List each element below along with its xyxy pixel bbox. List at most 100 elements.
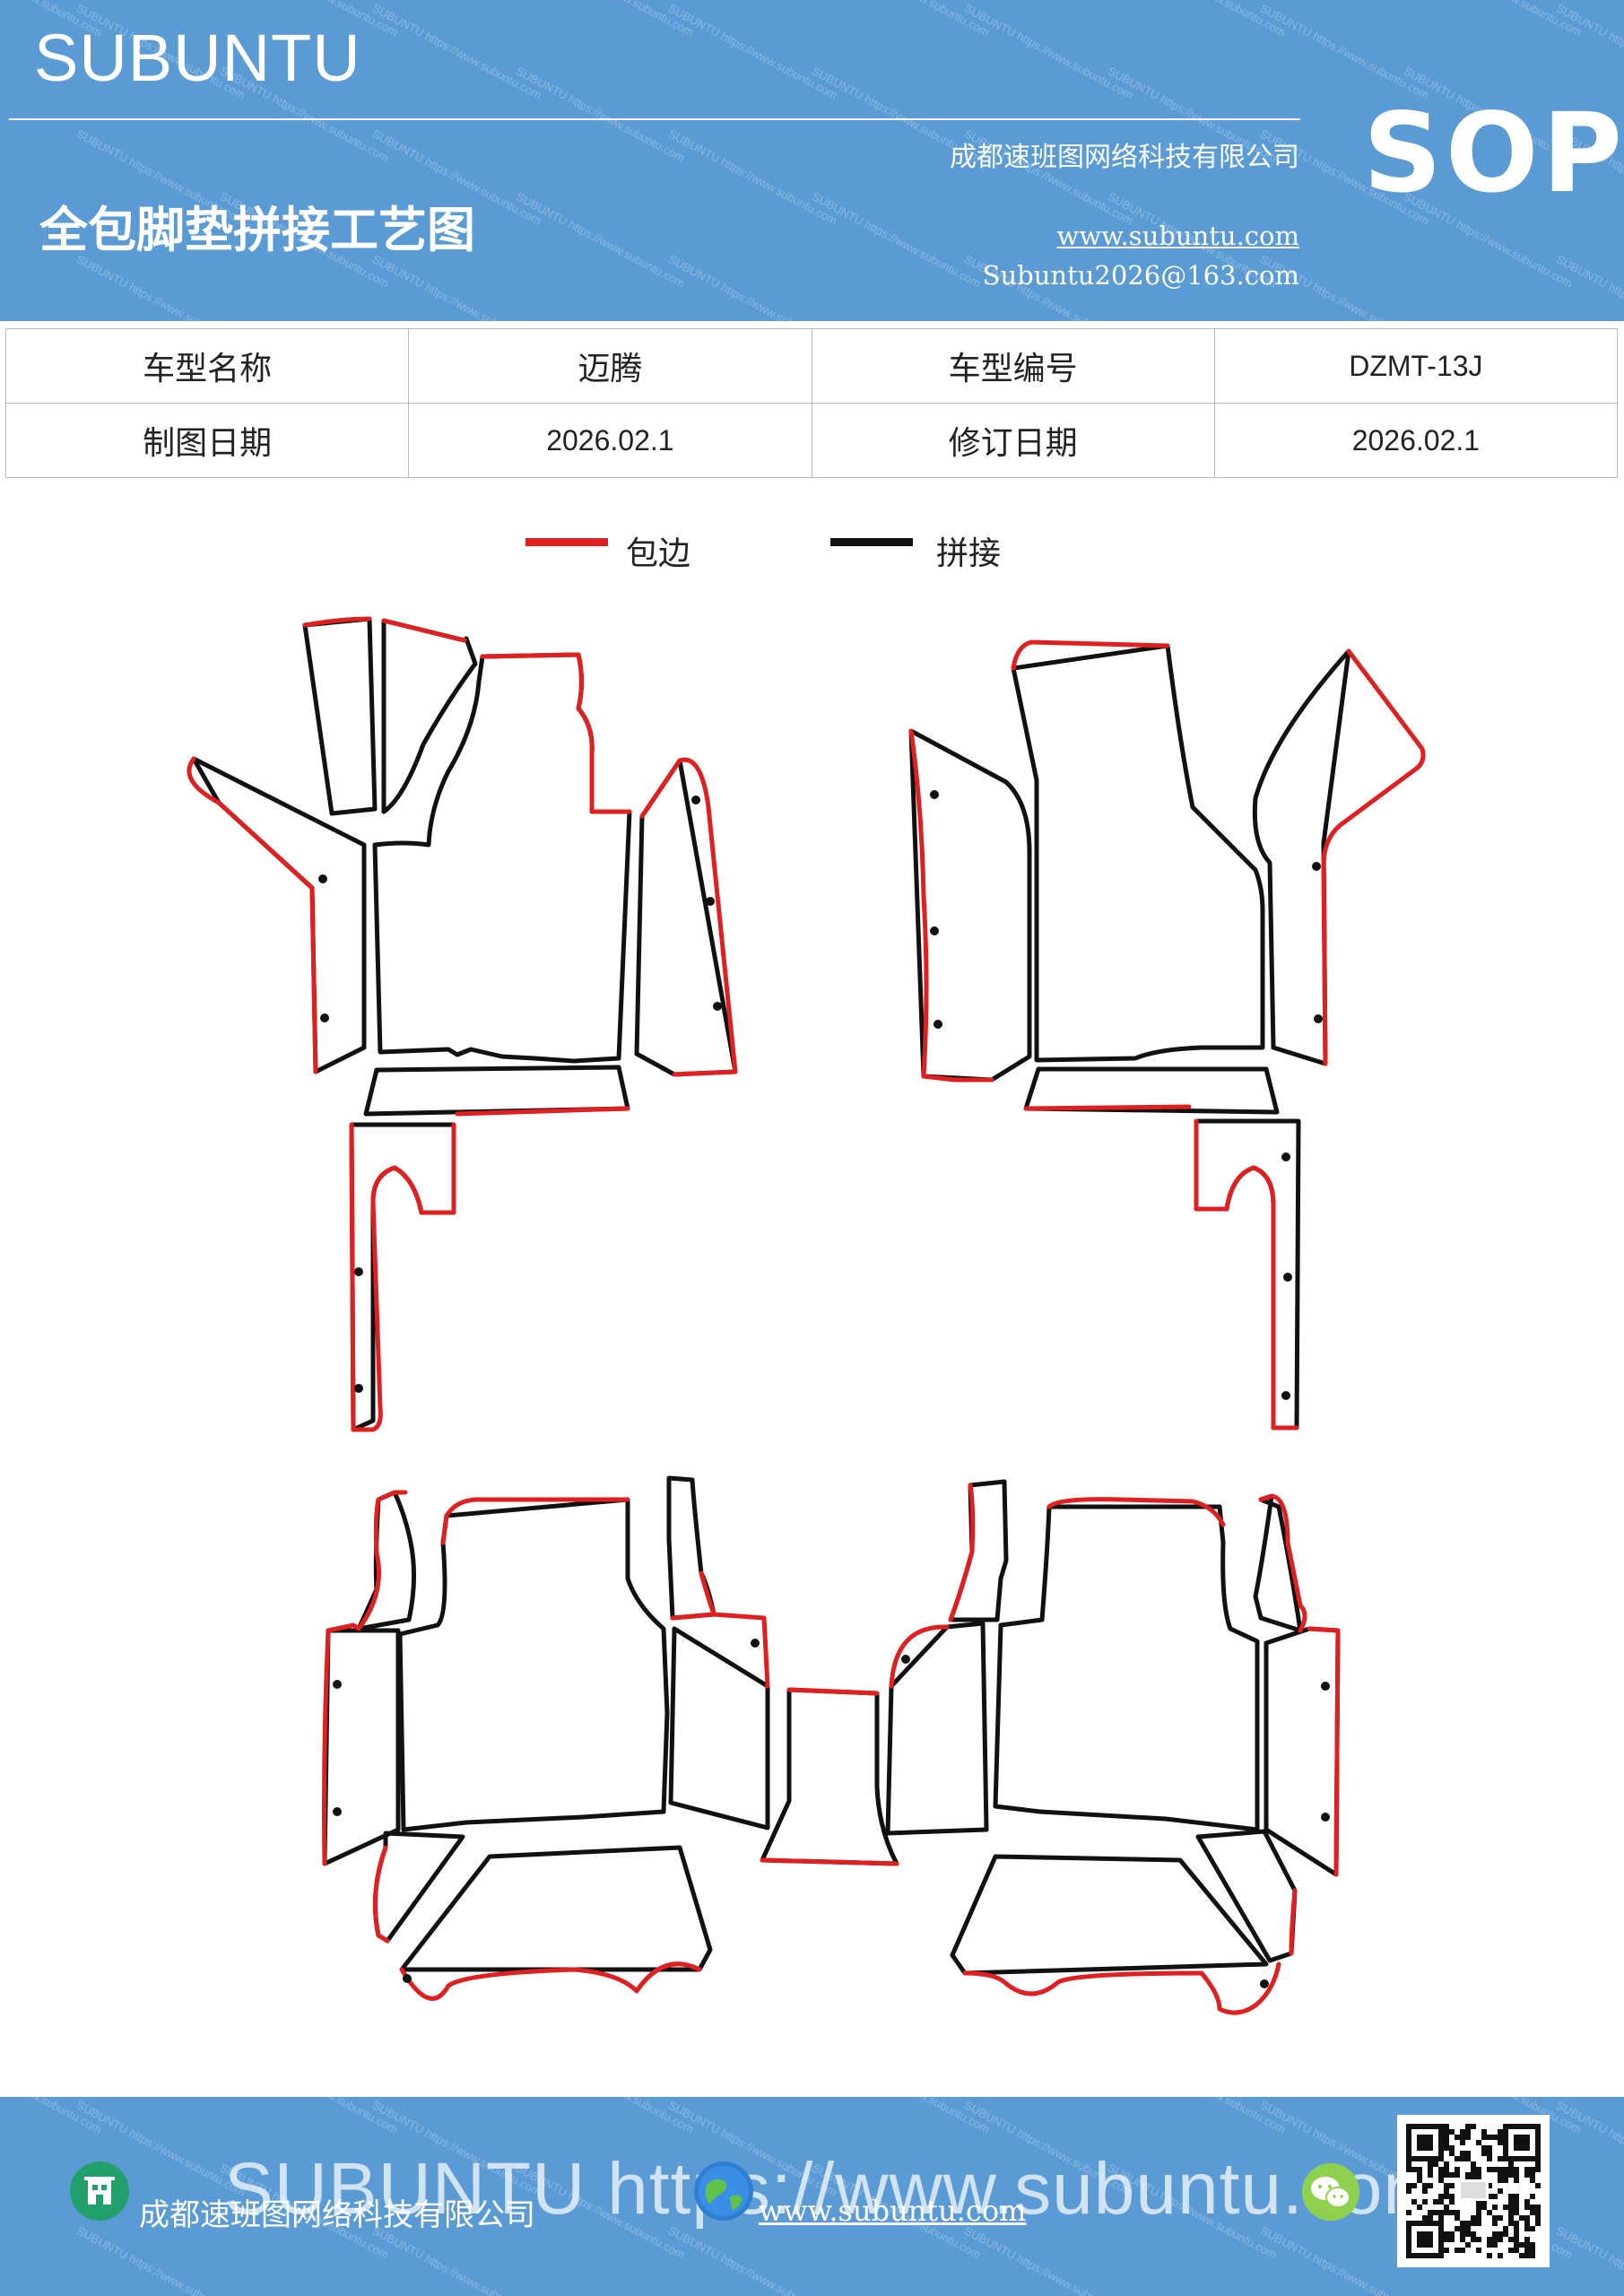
legend-seam-label: 拼接 xyxy=(936,535,1002,572)
document-title: 全包脚垫拼接工艺图 xyxy=(39,202,475,258)
edge-front-right-strip xyxy=(1023,1104,1192,1111)
edge-front-right-arm xyxy=(908,728,994,1083)
rear-left-piece-side xyxy=(668,1626,770,1831)
center-hump-piece xyxy=(760,1687,899,1866)
snap-point xyxy=(318,874,327,883)
snap-point xyxy=(930,790,939,799)
edge-front-left-arm xyxy=(187,756,318,1074)
draw-date-label: 制图日期 xyxy=(4,403,410,478)
watermark-text: SUBUNTU https://www.subuntu.com xyxy=(962,2223,1136,2296)
footer-watermark-text: SUBUNTU https://www.subuntu.com xyxy=(224,2148,1446,2230)
snap-point xyxy=(1281,1152,1290,1161)
model-code-value: DZMT-13J xyxy=(1213,328,1619,404)
snap-point xyxy=(751,1639,760,1648)
edge-rear-right-side xyxy=(889,1624,950,1689)
sop-badge: SOP xyxy=(1363,90,1624,217)
snap-point xyxy=(930,926,939,935)
legend: 包边 拼接 xyxy=(0,527,1624,572)
front-right-piece-arm xyxy=(908,728,1032,1083)
legend-seam-swatch xyxy=(830,538,913,546)
edge-front-left-side xyxy=(639,757,738,1077)
edge-front-left-leg xyxy=(349,1122,456,1432)
edge-front-left-a xyxy=(302,616,372,628)
rear-left-piece-main xyxy=(397,1497,670,1832)
brand-name: SUBUNTU xyxy=(34,21,361,95)
floor-mat-diagram xyxy=(187,616,1426,2015)
snap-point xyxy=(1321,1813,1330,1822)
footer-website-link[interactable]: www.subuntu.com xyxy=(759,2194,1027,2228)
company-name: 成都速班图网络科技有限公司 xyxy=(950,142,1299,173)
snap-point xyxy=(1321,1682,1330,1691)
edge-rear-right-main xyxy=(1046,1497,1226,1527)
seam-lines xyxy=(191,616,1351,1976)
rear-left-piece-lower-a xyxy=(372,1831,465,1944)
snap-point xyxy=(333,1680,342,1689)
legend-edge-label: 包边 xyxy=(626,535,691,572)
qr-code[interactable] xyxy=(1397,2115,1550,2267)
binding-edges xyxy=(187,616,1426,2015)
table-row: 制图日期 2026.02.1 修订日期 2026.02.1 xyxy=(4,403,1619,478)
rear-left-piece-lower-b xyxy=(399,1845,713,1972)
edge-rear-left-left xyxy=(322,1622,361,1866)
edge-rear-right-lower-b xyxy=(962,1961,1281,2015)
front-right-piece-side xyxy=(1252,648,1351,1066)
snap-point xyxy=(320,1013,329,1022)
front-left-piece-main xyxy=(372,652,632,1064)
snap-point xyxy=(354,1384,363,1393)
edge-front-left-strip xyxy=(455,1106,630,1117)
rear-left-piece-left xyxy=(322,1628,401,1866)
edge-rear-left-side xyxy=(711,1612,770,1689)
header-divider xyxy=(9,118,1300,120)
front-right-piece-leg xyxy=(1194,1118,1301,1431)
rear-right-piece-main xyxy=(993,1504,1260,1832)
watermark-text: SUBUNTU https://www.subuntu.com xyxy=(666,2223,840,2296)
front-right-piece-strip xyxy=(1023,1066,1280,1115)
email-address[interactable]: Subuntu2026@163.com xyxy=(982,260,1299,291)
snap-point xyxy=(713,1002,722,1011)
rear-right-piece-side xyxy=(885,1621,989,1836)
snap-point xyxy=(1312,862,1321,871)
website-link[interactable]: www.subuntu.com xyxy=(1056,221,1299,251)
snap-point xyxy=(403,1974,412,1983)
watermark-text: SUBUNTU https://www.subuntu.com xyxy=(370,2223,544,2296)
rear-right-piece-corner xyxy=(1253,1493,1303,1633)
watermark-text: SUBUNTU https://www.subuntu.com xyxy=(74,2223,248,2296)
wechat-icon xyxy=(1302,2163,1359,2221)
edge-rear-right-right xyxy=(1307,1626,1341,1877)
footer-company: 成都速班图网络科技有限公司 xyxy=(139,2197,535,2233)
front-right-piece-main xyxy=(1011,643,1265,1063)
edge-rear-left-corner xyxy=(356,1490,408,1631)
edge-rear-right-lower-a xyxy=(1289,1888,1298,1956)
front-left-piece-leg xyxy=(349,1122,456,1432)
edge-front-left-b xyxy=(381,618,467,643)
building-icon xyxy=(70,2161,129,2221)
rear-right-piece-right xyxy=(1264,1626,1341,1877)
snap-point xyxy=(901,1655,910,1664)
edge-front-left-main xyxy=(480,652,632,814)
edge-rear-right-corner xyxy=(1258,1493,1307,1633)
rear-left-piece-corner xyxy=(356,1490,417,1631)
edge-front-right-side xyxy=(1321,648,1426,1066)
model-name-value: 迈腾 xyxy=(408,328,812,404)
rear-right-piece-lower-b xyxy=(950,1854,1269,1976)
front-left-piece-strip xyxy=(363,1065,630,1117)
front-left-piece-a xyxy=(302,616,378,816)
snap-point xyxy=(333,1807,342,1816)
globe-icon xyxy=(694,2161,753,2221)
edge-rear-left-lower-a xyxy=(372,1845,390,1944)
watermark-text: SUBUNTU https://www.subuntu.com xyxy=(1554,2098,1624,2199)
edge-rear-left-top-right xyxy=(670,1570,716,1621)
snap-point xyxy=(1281,1391,1290,1400)
edge-front-right-main xyxy=(1011,639,1170,671)
snap-point xyxy=(1260,1979,1269,1988)
edge-rear-left-main xyxy=(440,1497,630,1545)
snap-point xyxy=(706,897,715,906)
snap-point xyxy=(354,1267,363,1276)
draw-date-value: 2026.02.1 xyxy=(408,403,812,478)
model-name-label: 车型名称 xyxy=(4,328,410,404)
legend-edge-swatch xyxy=(525,538,608,546)
snap-points xyxy=(318,790,1330,1988)
revision-date-label: 修订日期 xyxy=(811,403,1215,478)
